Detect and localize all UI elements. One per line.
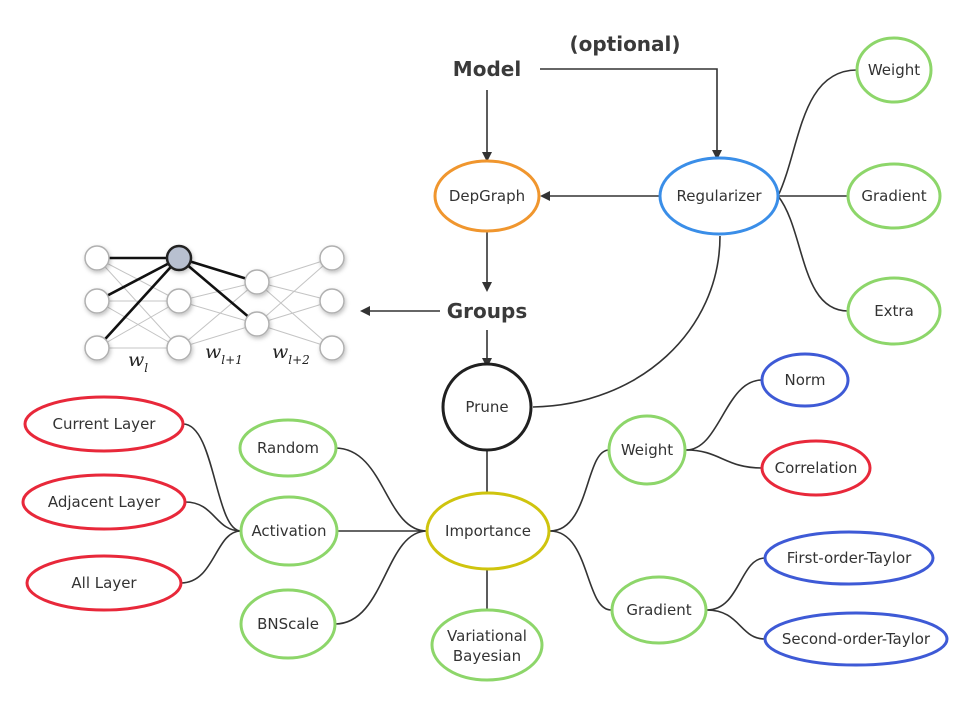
prune-text: Prune (465, 398, 508, 416)
all-layer-node: All Layer (25, 554, 183, 612)
neuron (84, 288, 110, 314)
variational-bayesian-node: Variational Bayesian (430, 608, 544, 682)
svg-text:wl: wl (128, 349, 148, 375)
random-text: Random (257, 439, 319, 457)
neuron (166, 288, 192, 314)
reg-extra-node: Extra (846, 276, 942, 346)
norm-text: Norm (785, 371, 826, 389)
optional-label: (optional) (569, 32, 680, 56)
neuron (166, 335, 192, 361)
correlation-text: Correlation (775, 459, 858, 477)
reg-weight-text: Weight (868, 61, 920, 79)
depgraph-text: DepGraph (449, 187, 525, 205)
edge-gradient-second (706, 609, 766, 640)
variational-text: Variational (447, 627, 527, 645)
neuron (319, 288, 345, 314)
neuron (244, 311, 270, 337)
model-label: Model (453, 57, 521, 81)
nodes: DepGraph Regularizer Weight Gradient Ext… (21, 36, 949, 682)
edge-weight-correlation (685, 449, 763, 469)
svg-text:wl+2: wl+2 (272, 341, 310, 367)
regularizer-text: Regularizer (677, 187, 763, 205)
depgraph-node: DepGraph (433, 159, 541, 233)
first-order-taylor-text: First-order-Taylor (787, 549, 912, 567)
all-layer-text: All Layer (71, 574, 137, 592)
norm-node: Norm (760, 352, 850, 408)
w-label: w (272, 341, 288, 363)
w-label: w (128, 349, 144, 371)
reg-gradient-text: Gradient (861, 187, 926, 205)
neuron (244, 269, 270, 295)
reg-gradient-node: Gradient (846, 162, 942, 230)
neuron (319, 335, 345, 361)
bnscale-text: BNScale (257, 615, 319, 633)
neural-network-illustration: wl wl+1 wl+2 (84, 244, 345, 375)
edge-regularizer-prune (532, 235, 721, 408)
edge-importance-gradient (549, 530, 612, 611)
edge-model-regularizer (540, 68, 722, 160)
edge-importance-random (334, 447, 428, 532)
current-layer-text: Current Layer (53, 415, 157, 433)
neuron (84, 335, 110, 361)
adjacent-layer-text: Adjacent Layer (48, 493, 161, 511)
w-sub-l1: l+1 (221, 353, 243, 367)
network-weight-labels: wl wl+1 wl+2 (128, 341, 310, 375)
activation-node: Activation (239, 495, 339, 567)
imp-gradient-text: Gradient (626, 601, 691, 619)
edge-activation-current (182, 423, 242, 532)
second-order-taylor-text: Second-order-Taylor (782, 630, 931, 648)
connectors (180, 68, 858, 640)
activation-text: Activation (251, 522, 326, 540)
imp-weight-text: Weight (621, 441, 673, 459)
w-sub-l: l (144, 361, 148, 375)
neuron (84, 245, 110, 271)
imp-weight-node: Weight (607, 414, 687, 486)
groups-label: Groups (447, 299, 527, 323)
network-neurons (84, 244, 345, 361)
second-order-taylor-node: Second-order-Taylor (763, 611, 949, 667)
current-layer-node: Current Layer (23, 395, 185, 453)
bnscale-node: BNScale (239, 588, 337, 660)
edge-gradient-first (706, 557, 766, 611)
network-bold-edges (96, 256, 258, 349)
svg-text:wl+1: wl+1 (205, 341, 243, 367)
random-node: Random (238, 418, 338, 478)
top-labels: Model (optional) Groups (447, 32, 681, 323)
importance-node: Importance (425, 491, 551, 571)
edge-activation-adjacent (184, 501, 242, 532)
correlation-node: Correlation (760, 439, 872, 497)
edge-importance-weight (549, 449, 610, 532)
w-label: w (205, 341, 221, 363)
importance-text: Importance (445, 522, 531, 540)
grouped-neuron (165, 244, 193, 272)
edge-importance-bnscale (334, 530, 428, 625)
bayesian-text: Bayesian (453, 647, 521, 665)
prune-node: Prune (441, 362, 533, 452)
regularizer-node: Regularizer (658, 156, 780, 236)
network-faint-edges (96, 257, 333, 349)
neuron (319, 245, 345, 271)
edge-weight-norm (685, 379, 763, 451)
w-sub-l2: l+2 (288, 353, 310, 367)
edge-regularizer-weight (777, 69, 858, 197)
edge-activation-all (180, 530, 242, 584)
first-order-taylor-node: First-order-Taylor (763, 530, 935, 586)
edge-regularizer-extra (777, 195, 849, 312)
reg-weight-node: Weight (855, 36, 933, 104)
reg-extra-text: Extra (874, 302, 914, 320)
adjacent-layer-node: Adjacent Layer (21, 473, 187, 531)
imp-gradient-node: Gradient (610, 575, 708, 645)
